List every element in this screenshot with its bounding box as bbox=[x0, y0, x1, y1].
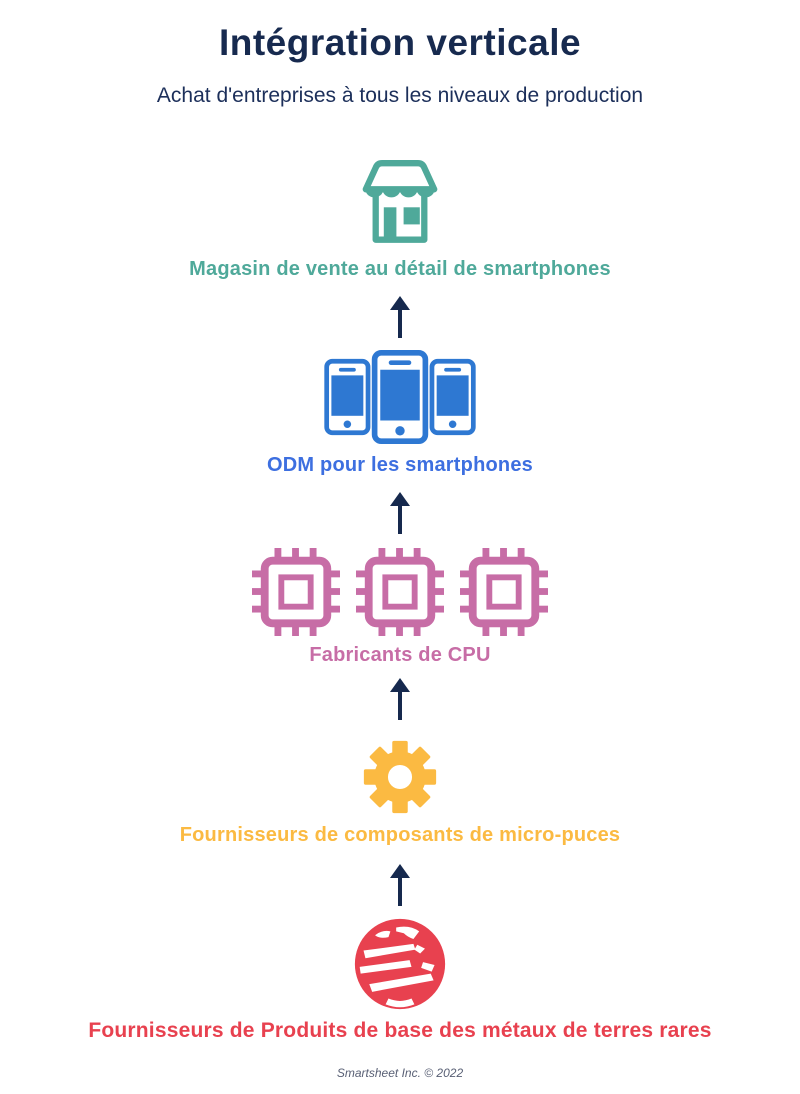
cpu-chips-row bbox=[252, 548, 548, 636]
cpu-chip-icon bbox=[460, 548, 548, 636]
page-title: Intégration verticale bbox=[218, 22, 582, 63]
level-label-odm: ODM pour les smartphones bbox=[267, 454, 533, 476]
gear-icon bbox=[357, 734, 443, 820]
level-label-components: Fournisseurs de composants de micro-puce… bbox=[179, 824, 621, 846]
cpu-chip-icon bbox=[252, 548, 340, 636]
up-arrow-icon bbox=[385, 862, 415, 908]
up-arrow-icon bbox=[385, 676, 415, 722]
up-arrow-icon bbox=[385, 294, 415, 340]
storefront-icon bbox=[355, 156, 445, 246]
globe-icon bbox=[352, 916, 448, 1012]
footer-credit: Smartsheet Inc. © 2022 bbox=[336, 1066, 464, 1080]
level-label-cpu: Fabricants de CPU bbox=[309, 644, 491, 666]
level-label-rare-earth: Fournisseurs de Produits de base des mét… bbox=[88, 1019, 712, 1042]
cpu-chip-icon bbox=[356, 548, 444, 636]
level-label-retail-store: Magasin de vente au détail de smartphone… bbox=[189, 258, 611, 280]
page-subtitle: Achat d'entreprises à tous les niveaux d… bbox=[156, 84, 644, 107]
smartphones-icon bbox=[320, 350, 480, 444]
up-arrow-icon bbox=[385, 490, 415, 536]
